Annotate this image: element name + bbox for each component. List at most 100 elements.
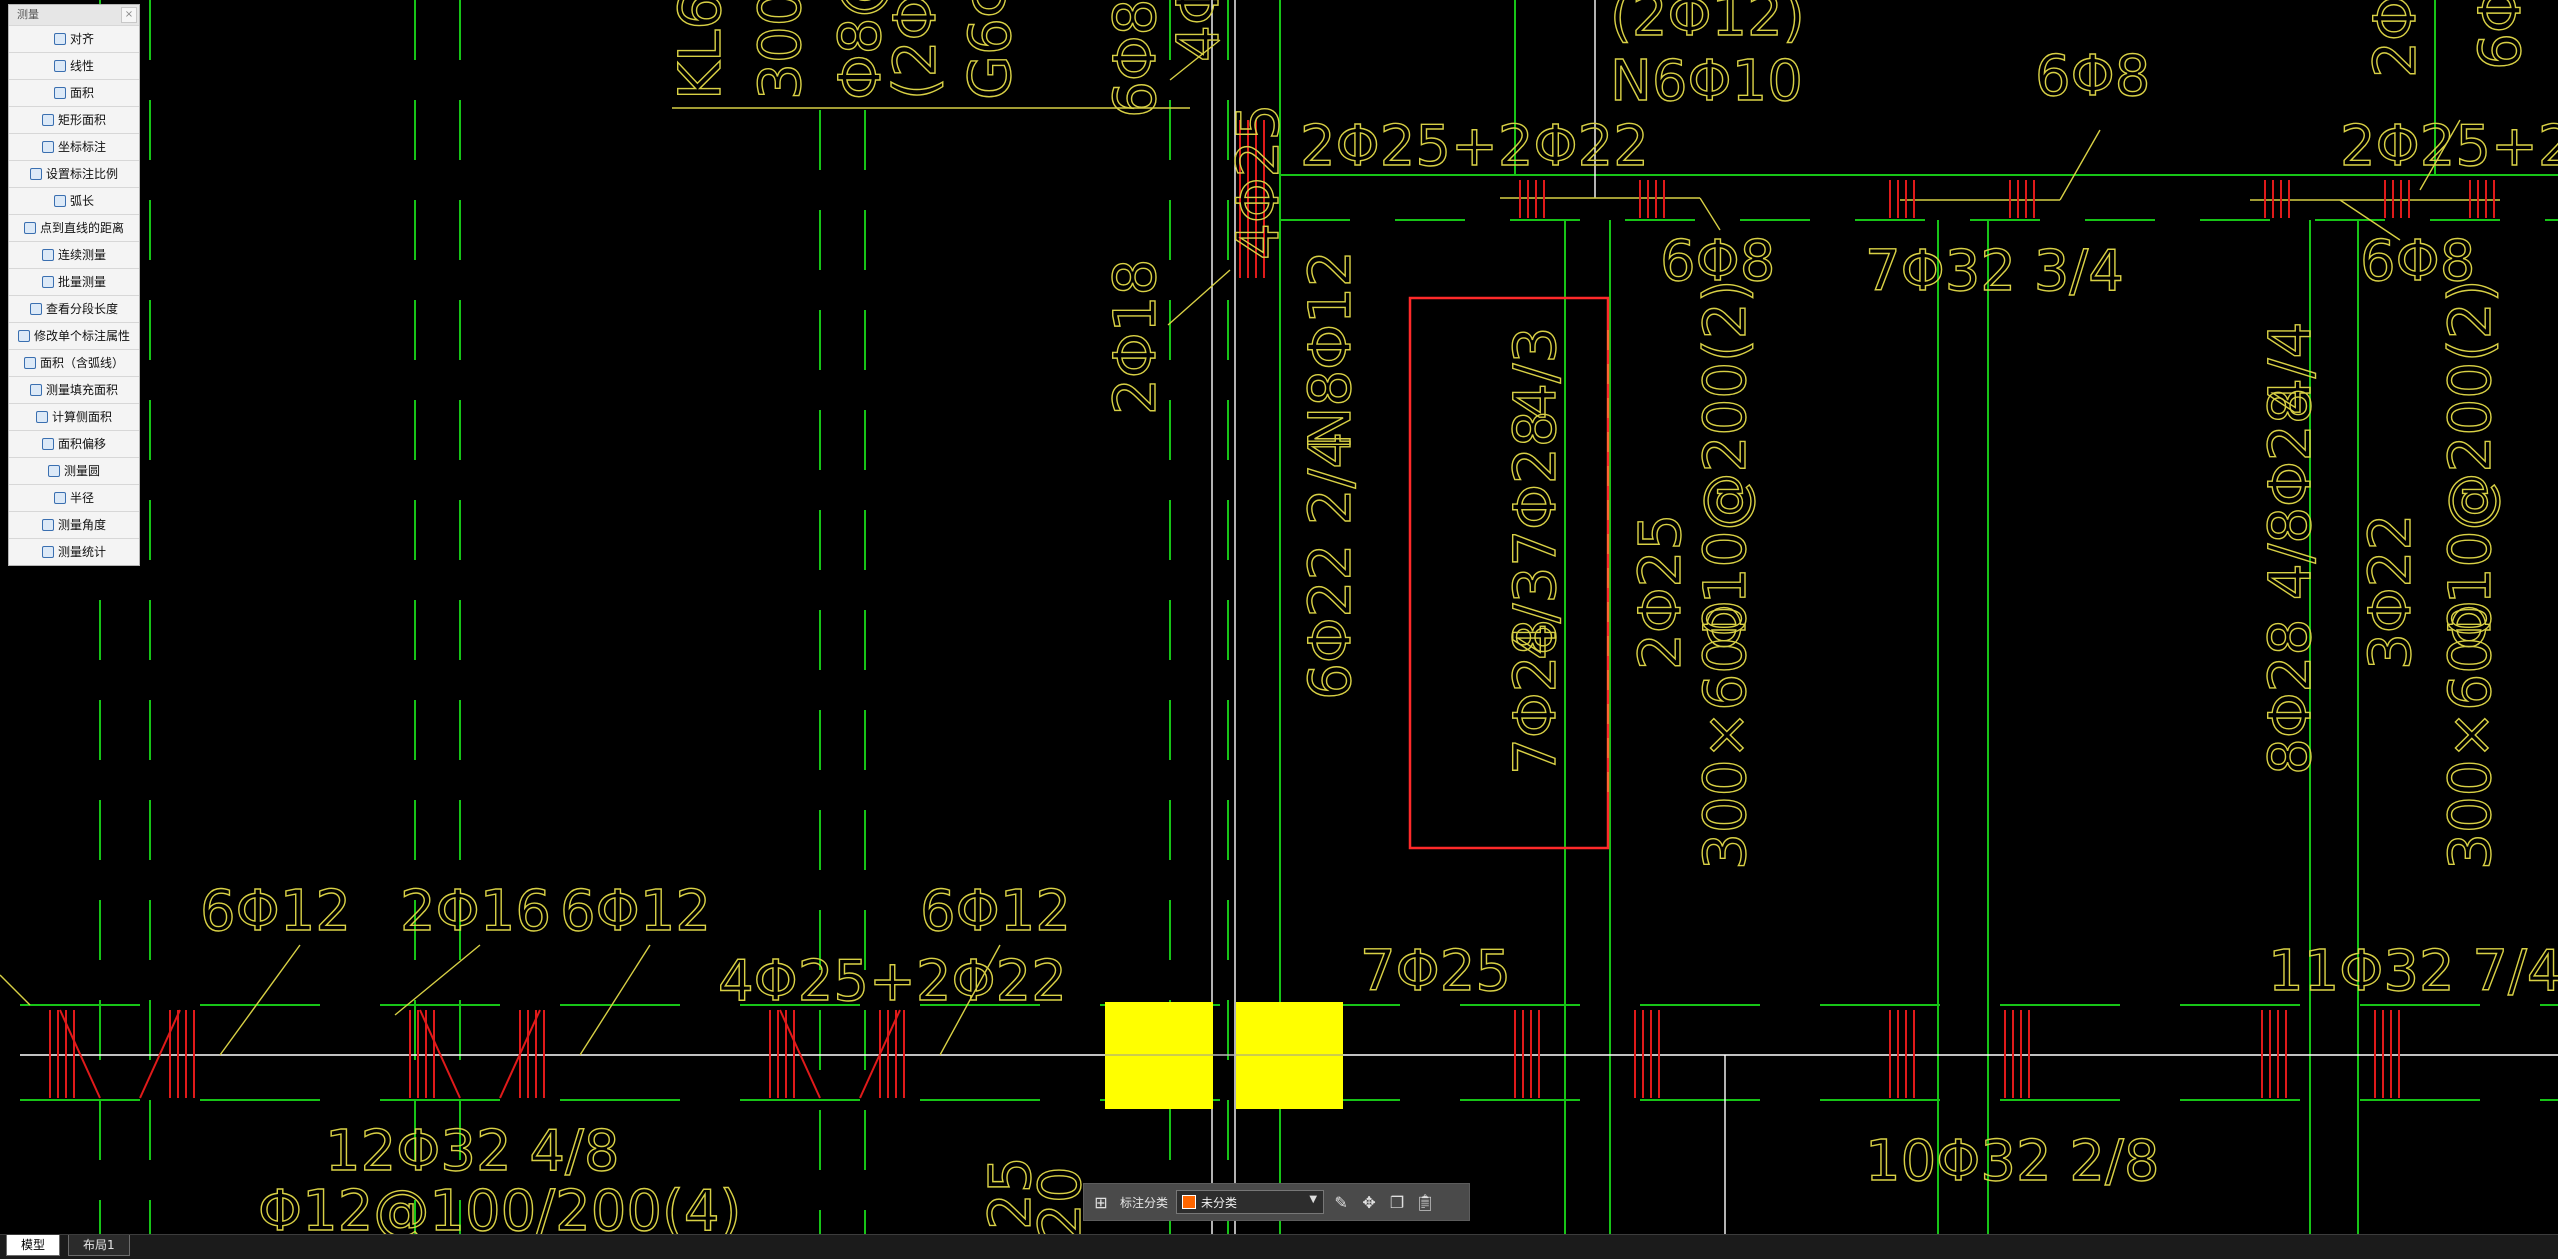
edit-annotation-icon [17,330,30,342]
measure-item-label: 点到直线的距离 [39,221,124,235]
measure-item-5[interactable]: 坐标标注 [9,133,139,160]
label-six8-b: 6Φ8 [2035,44,2150,109]
measure-item-label: 面积（含弧线） [39,356,124,370]
measure-item-label: 测量填充面积 [45,383,118,397]
tab-layout1[interactable]: 布局1 [68,1235,130,1256]
measure-item-12[interactable]: 修改单个标注属性 [9,322,139,349]
area-offset-icon [41,438,54,450]
grid-icon[interactable]: ⊞ [1094,1192,1108,1212]
rebar-diagonal [419,1009,461,1099]
label-size-a: 300×600 [1691,600,1759,870]
segment-length-icon [29,303,42,315]
measure-item-20[interactable]: 测量统计 [9,538,139,565]
label-stirrup-a: Φ10@200(2) [1691,280,1759,650]
label-rebar-b: 2Φ25+2Φ [2340,114,2558,179]
label-eight28: 8Φ28 4/8Φ28 [2256,387,2324,775]
paste-icon[interactable]: 📋︎ [1414,1192,1436,1212]
measure-item-label: 对齐 [69,32,94,46]
rebar-diagonal [139,1009,181,1099]
measure-item-label: 设置标注比例 [45,167,118,181]
annotation-category-select[interactable]: 未分类 ▼ [1176,1190,1325,1214]
measure-item-9[interactable]: 连续测量 [9,241,139,268]
category-color-swatch [1182,1195,1197,1209]
measure-item-14[interactable]: 测量填充面积 [9,376,139,403]
label-seven32: 7Φ32 3/4 [1865,239,2124,304]
label-n8: N8Φ12 [1296,250,1364,450]
label-kl-stirrup: Φ8@ [826,0,894,100]
measure-item-label: 批量测量 [57,275,106,289]
tab-model[interactable]: 模型 [6,1235,61,1256]
measure-item-label: 测量统计 [57,545,106,559]
measure-item-10[interactable]: 批量测量 [9,268,139,295]
measure-panel: 测量 × 对齐线性面积矩形面积坐标标注设置标注比例弧长点到直线的距离连续测量批量… [8,4,140,566]
label-bottom-v: 25 [976,1156,1044,1230]
chevron-down-icon: ▼ [1309,1194,1318,1205]
measure-item-label: 半径 [69,491,94,505]
measure-item-2[interactable]: 线性 [9,52,139,79]
label-kl-size: 300× [746,0,814,100]
label-kl: KL6 [666,0,734,100]
arc-area-icon [23,357,36,369]
label-box-mid: 4/37Φ28 [1501,410,1569,660]
label-eleven32: 11Φ32 7/4 [2268,939,2558,1004]
measure-item-11[interactable]: 查看分段长度 [9,295,139,322]
label-three22: 3Φ22 [2356,514,2424,670]
label-box-bot: 7Φ28 [1501,619,1569,775]
annotation-category-label: 标注分类 [1120,1195,1169,1210]
measure-item-18[interactable]: 半径 [9,484,139,511]
close-icon[interactable]: × [121,7,137,23]
measure-item-3[interactable]: 面积 [9,79,139,106]
label-seven25: 7Φ25 [1360,939,1511,1004]
label-six8-c: 6Φ8 [1660,229,1775,294]
circle-icon [47,465,60,477]
side-area-icon [35,411,48,423]
grid-lines [20,0,2558,1234]
statistics-icon [41,546,54,558]
label-kl-legs: (2Φ1 [881,0,949,100]
copy-icon[interactable]: ❐ [1389,1192,1405,1212]
label-rebar-c: 4Φ25 [1224,104,1292,260]
label-two18: 2Φ18 [1101,259,1169,415]
drawing-annotations: KL6 300× Φ8@ (2Φ1 G6Φ 6Φ8 4Φ2 4Φ25 2Φ18 … [199,0,2558,1234]
measure-item-1[interactable]: 对齐 [9,25,139,52]
measure-item-7[interactable]: 弧长 [9,187,139,214]
rebar-marks [49,120,2495,1099]
angle-icon [41,519,54,531]
label-box-top: 4/3 [1501,327,1569,420]
measure-item-6[interactable]: 设置标注比例 [9,160,139,187]
measure-panel-title-text: 测量 [17,8,39,21]
move-icon[interactable]: ✥ [1362,1192,1376,1212]
rebar-diagonal [859,1009,901,1099]
measure-item-4[interactable]: 矩形面积 [9,106,139,133]
measure-item-label: 线性 [69,59,94,73]
measure-item-label: 坐标标注 [57,140,106,154]
measure-item-16[interactable]: 面积偏移 [9,430,139,457]
point-line-distance-icon [23,222,36,234]
layout-tabbar: 模型 布局1 [0,1234,2558,1259]
measure-item-label: 连续测量 [57,248,106,262]
measure-item-label: 面积 [69,86,94,100]
label-rebar-d: 4Φ2 [1164,0,1232,62]
label-six8-a: 6Φ8 [1101,0,1169,118]
coordinate-icon [41,141,54,153]
label-six12-a: 6Φ12 [200,879,351,944]
measure-item-8[interactable]: 点到直线的距离 [9,214,139,241]
measure-item-label: 计算侧面积 [51,410,112,424]
measure-item-19[interactable]: 测量角度 [9,511,139,538]
align-icon [53,33,66,45]
label-twelve32: 12Φ32 4/8 [325,1119,620,1184]
continuous-measure-icon [41,249,54,261]
measure-item-13[interactable]: 面积（含弧线） [9,349,139,376]
measure-item-label: 弧长 [69,194,94,208]
area-icon [53,87,66,99]
measure-item-17[interactable]: 测量圆 [9,457,139,484]
measure-item-15[interactable]: 计算侧面积 [9,403,139,430]
label-six22: 6Φ22 2/4 [1296,432,1364,700]
label-size-b: 300×600 [2436,600,2504,870]
scale-icon [29,168,42,180]
label-six12-c: 6Φ12 [920,879,1071,944]
label-six8-e: 6Φ8 [2466,0,2534,70]
edit-icon[interactable]: ✎ [1334,1192,1348,1212]
linear-icon [53,60,66,72]
